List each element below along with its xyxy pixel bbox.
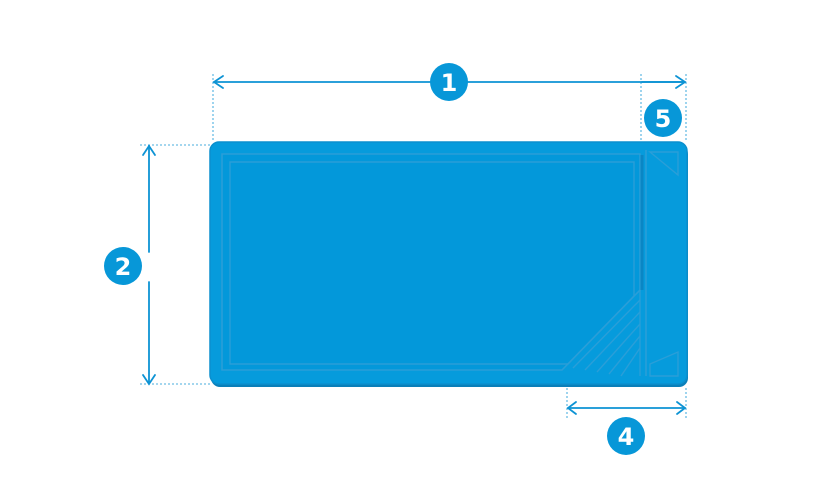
pool-shape	[209, 141, 688, 387]
corner-steps	[572, 290, 641, 377]
badge-bench-width: 5	[644, 99, 682, 137]
badge-bench-width-label: 5	[655, 105, 672, 133]
bench-corner-bottom	[649, 350, 679, 377]
width-dimension-line	[142, 144, 156, 386]
badge-length: 1	[430, 63, 468, 101]
badge-width-label: 2	[115, 253, 132, 281]
pool-inner-ledge	[229, 161, 635, 365]
badge-steps-length-label: 4	[618, 423, 635, 451]
extension-guides	[140, 74, 687, 420]
bench-corner-top	[648, 151, 679, 177]
badge-width: 2	[104, 247, 142, 285]
pool-inner-basin	[221, 153, 641, 371]
steps-length-dimension-line	[566, 401, 687, 415]
badge-length-label: 1	[441, 69, 458, 97]
badge-steps-length: 4	[607, 417, 645, 455]
